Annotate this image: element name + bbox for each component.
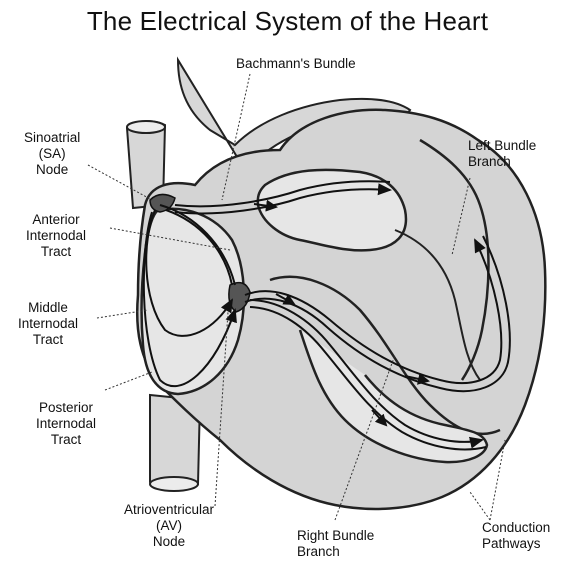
right-bundle-branch-label: Right Bundle Branch: [297, 528, 374, 560]
posterior-internodal-tract-label: Posterior Internodal Tract: [36, 400, 96, 448]
vena-cava-opening: [127, 121, 165, 133]
middle-internodal-tract-label: Middle Internodal Tract: [18, 300, 78, 348]
bachmanns-bundle-label: Bachmann's Bundle: [236, 56, 356, 72]
inferior-vena-cava-opening: [150, 477, 198, 491]
left-bundle-branch-label: Left Bundle Branch: [468, 138, 536, 170]
av-node-label: Atrioventricular (AV) Node: [124, 502, 214, 550]
sa-node-label: Sinoatrial (SA) Node: [24, 130, 80, 178]
anterior-internodal-tract-label: Anterior Internodal Tract: [26, 212, 86, 260]
conduction-pathways-label: Conduction Pathways: [482, 520, 550, 552]
